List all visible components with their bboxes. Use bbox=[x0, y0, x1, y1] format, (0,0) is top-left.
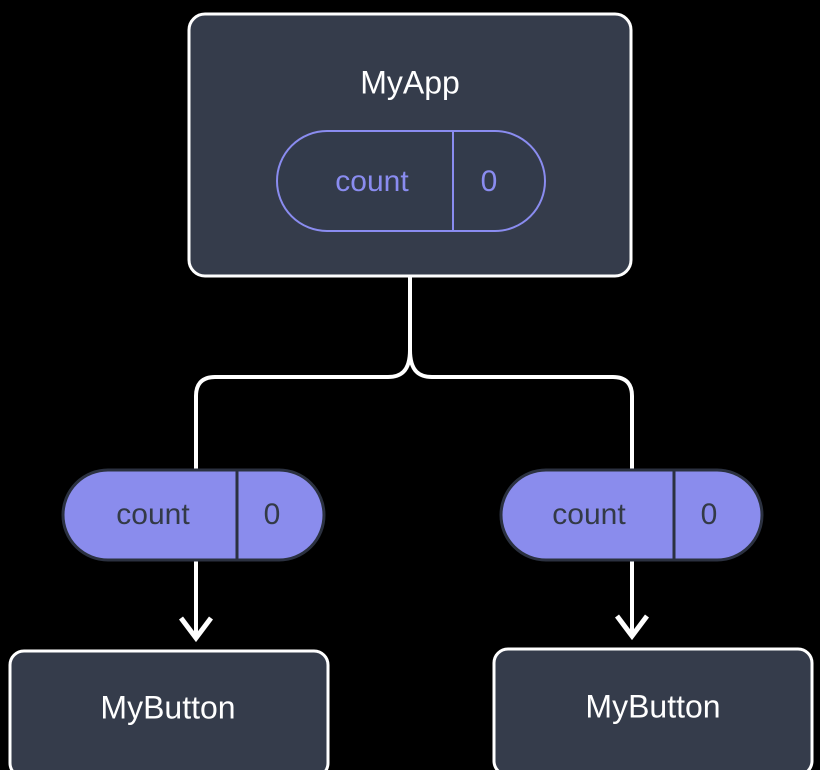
state-pill-root-key: count bbox=[335, 165, 409, 198]
state-pill-root-shape[interactable] bbox=[276, 130, 546, 232]
state-pill-right-key: count bbox=[552, 498, 626, 531]
node-myapp[interactable]: MyApp count 0 bbox=[187, 12, 633, 278]
state-pill-right[interactable]: count 0 bbox=[499, 468, 764, 562]
node-mybutton-right-box[interactable] bbox=[492, 647, 814, 770]
state-pill-right-value: 0 bbox=[701, 498, 718, 531]
node-myapp-label: MyApp bbox=[360, 64, 460, 100]
state-pill-left-shape[interactable] bbox=[61, 468, 326, 562]
node-mybutton-left[interactable]: MyButton bbox=[8, 649, 330, 770]
edge-root-to-right-branch bbox=[408, 349, 634, 470]
node-mybutton-left-box[interactable] bbox=[8, 649, 330, 770]
state-pill-root[interactable]: count 0 bbox=[276, 130, 546, 232]
node-mybutton-right-label: MyButton bbox=[585, 688, 720, 724]
state-pill-left-key: count bbox=[116, 498, 190, 531]
edge-layer bbox=[179, 277, 649, 643]
state-pill-left[interactable]: count 0 bbox=[61, 468, 326, 562]
node-mybutton-right[interactable]: MyButton bbox=[492, 647, 814, 770]
arrowhead-right bbox=[615, 614, 649, 641]
state-pill-left-value: 0 bbox=[264, 498, 281, 531]
arrowhead-left bbox=[179, 616, 213, 643]
state-pill-right-shape[interactable] bbox=[499, 468, 764, 562]
node-mybutton-left-label: MyButton bbox=[100, 689, 235, 725]
edge-root-to-left-branch bbox=[194, 349, 412, 470]
state-pill-root-value: 0 bbox=[481, 165, 498, 198]
